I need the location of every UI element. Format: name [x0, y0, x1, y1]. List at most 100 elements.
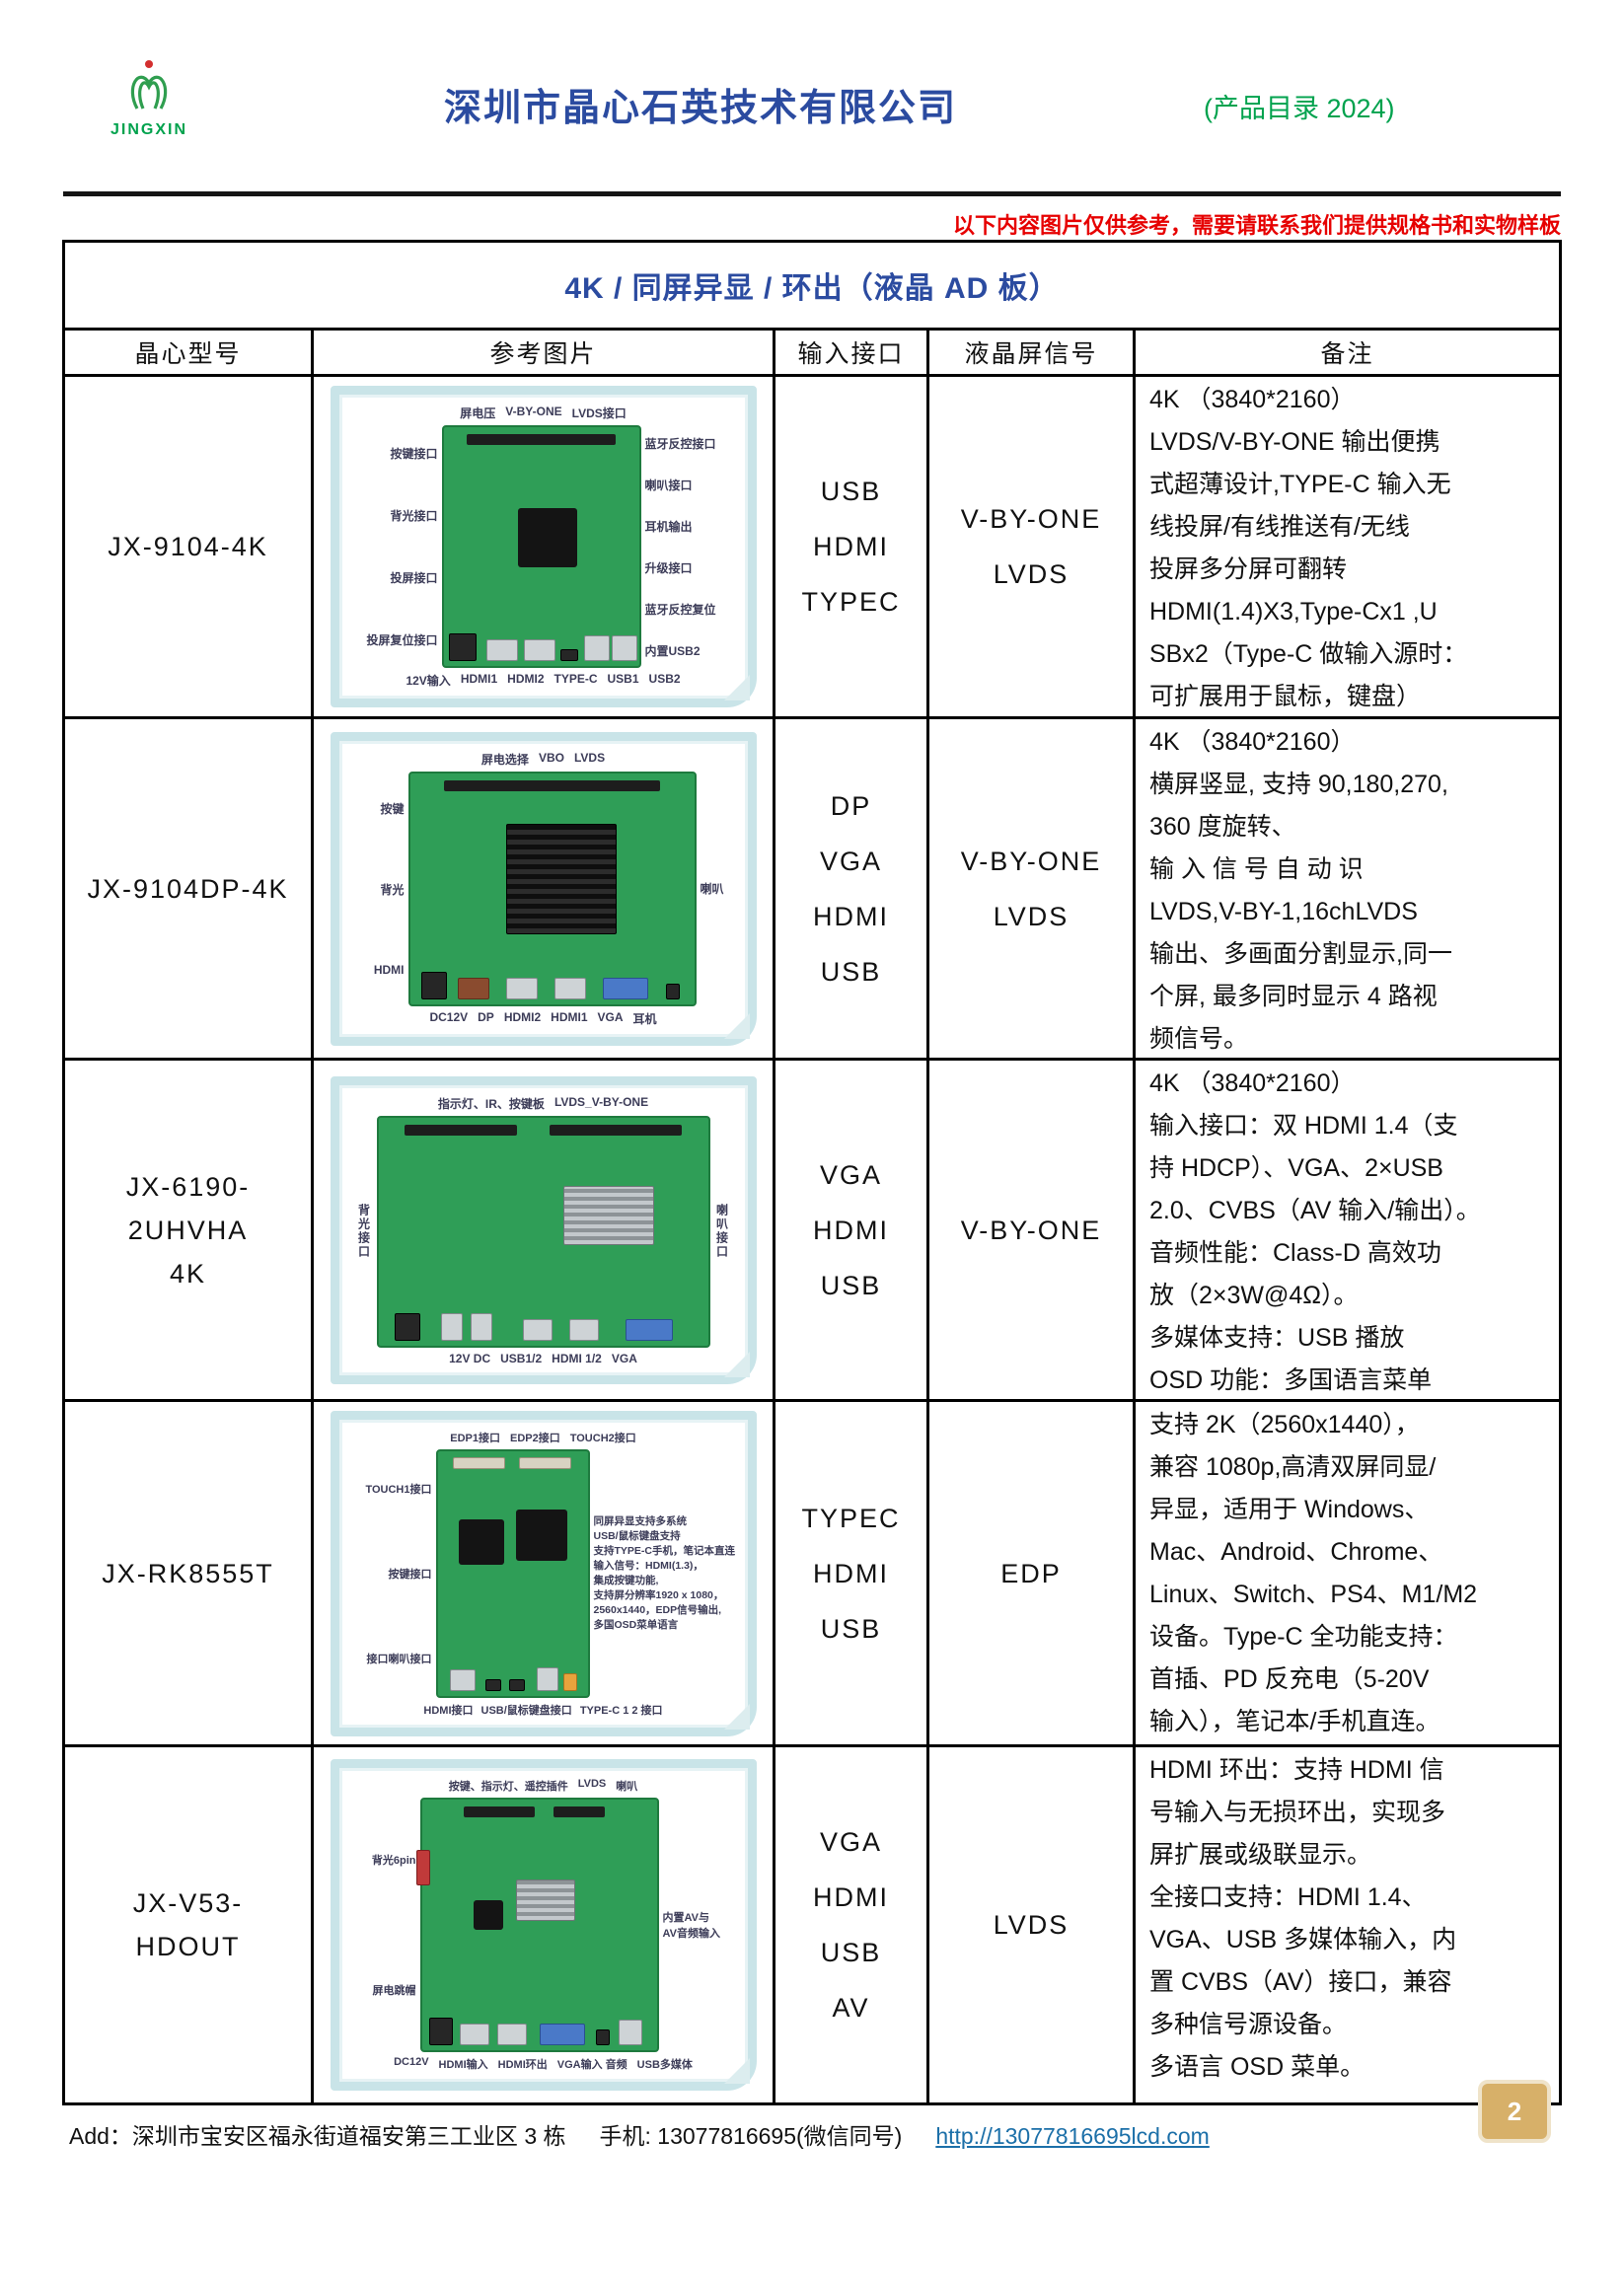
pcb-board [435, 1448, 590, 1698]
hdmi-port [569, 1318, 600, 1341]
signal-cell: V-BY-ONE LVDS [929, 377, 1136, 716]
board-label: 耳机输出 [644, 519, 693, 534]
heatsink-chip [562, 1185, 654, 1245]
signal-cell: EDP [929, 1402, 1136, 1744]
lvds-pin-header [467, 434, 616, 445]
heatsink-chip [515, 1880, 575, 1922]
remark-text: HDMI 环出：支持 HDMI 信 号输入与无损环出，实现多 屏扩展或级联显示。… [1149, 1756, 1457, 2081]
touch-connector [518, 1456, 572, 1469]
inputs-cell: DP VGA HDMI USB [775, 719, 929, 1058]
board-left-labels: TOUCH1接口按键接口接口喇叭接口 [347, 1449, 432, 1698]
power-jack [395, 1312, 421, 1341]
model-text: JX-6190- 2UHVHA 4K [125, 1171, 251, 1289]
hdmi-port [523, 1318, 554, 1341]
pcb-board [407, 771, 697, 1006]
logo-red-dot [145, 60, 153, 68]
board-label: 12V DC [449, 1351, 491, 1365]
remark-text: 4K （3840*2160） 横屏竖显, 支持 90,180,270, 360 … [1149, 728, 1452, 1053]
signal-text: V-BY-ONE LVDS [960, 504, 1102, 589]
board-label: EDP2接口 [509, 1432, 560, 1444]
company-name: 深圳市晶心石英技术有限公司 [443, 88, 957, 129]
logo-text: JINGXIN [110, 121, 187, 138]
board-left-labels: 背光接口 [347, 1116, 373, 1348]
main-chip [473, 1899, 503, 1930]
board-label: 喇叭 [616, 1781, 638, 1793]
board-label: 背光接口 [390, 509, 438, 523]
type-c-port [509, 1678, 526, 1691]
model-text: JX-V53- HDOUT [132, 1888, 244, 1961]
model-cell: JX-9104DP-4K [65, 719, 314, 1058]
keypad-connector [464, 1806, 535, 1817]
board-label: 蓝牙反控接口 [644, 436, 716, 451]
remark-cell: 4K （3840*2160） 输入接口：双 HDMI 1.4（支 持 HDCP）… [1136, 1061, 1559, 1399]
board-label: 喇叭接口 [644, 478, 693, 492]
board-label: USB2 [648, 672, 681, 686]
col-header-model: 晶心型号 [65, 331, 314, 374]
board-label: 投屏复位接口 [366, 633, 438, 647]
usb-port [440, 1312, 463, 1341]
board-label: VGA [597, 1009, 624, 1024]
pcb-board [376, 1115, 710, 1348]
hdmi-in-port [459, 2024, 489, 2045]
board-label: 按键 [380, 802, 405, 817]
main-chip [458, 1518, 504, 1565]
signal-cell: LVDS [929, 1747, 1136, 2102]
board-label: 按键、指示灯、遥控插件 [448, 1781, 568, 1793]
lvds-connector [550, 1124, 682, 1136]
footer-link[interactable]: http://13077816695lcd.com [935, 2123, 1210, 2149]
board-label: TYPE-C 1 2 接口 [579, 1704, 663, 1717]
power-jack [421, 971, 448, 999]
photo-fold-corner [723, 1351, 750, 1377]
usb-port [611, 635, 637, 661]
board-label: LVDS接口 [571, 406, 627, 420]
usb-port [584, 635, 611, 661]
board-right-labels: 喇叭接口 [714, 1116, 740, 1348]
footer-phone: 手机: 13077816695(微信同号) [599, 2123, 903, 2149]
board-label: 按键接口 [390, 447, 438, 461]
remark-cell: 4K （3840*2160） 横屏竖显, 支持 90,180,270, 360 … [1136, 719, 1559, 1058]
board-label: 屏电选择 [480, 752, 529, 767]
model-text: JX-RK8555T [102, 1558, 274, 1588]
power-jack [449, 633, 478, 661]
usb-port [619, 2020, 643, 2045]
product-table: 4K / 同屏异显 / 环出（液晶 AD 板） 晶心型号 参考图片 输入接口 液… [62, 240, 1562, 2105]
table-title: 4K / 同屏异显 / 环出（液晶 AD 板） [65, 243, 1559, 331]
hdmi-port [554, 977, 587, 999]
board-label: USB/鼠标键盘接口 [480, 1704, 572, 1717]
inputs-cell: TYPEC HDMI USB [775, 1402, 929, 1744]
remark-cell: 支持 2K（2560x1440）， 兼容 1080p,高清双屏同显/ 异显，适用… [1136, 1402, 1559, 1744]
hdmi-port [449, 1668, 476, 1691]
pcb-board [441, 425, 641, 668]
model-cell: JX-RK8555T [65, 1402, 314, 1744]
board-label: 屏电压 [460, 406, 496, 420]
edp-connector [452, 1456, 506, 1469]
model-text: JX-9104DP-4K [87, 873, 289, 904]
board-label: USB多媒体 [636, 2059, 693, 2071]
power-jack [428, 2018, 453, 2045]
col-header-remark: 备注 [1320, 340, 1374, 368]
board-label: DC12V [429, 1009, 469, 1024]
main-chip [517, 508, 577, 568]
board-label: 屏电跳帽 [372, 1985, 416, 1997]
inputs-cell: VGA HDMI USB AV [775, 1747, 929, 2102]
board-label: 内置AV与 AV音频输入 [662, 1912, 720, 1940]
signal-cell: V-BY-ONE LVDS [929, 719, 1136, 1058]
board-label: 按键接口 [388, 1568, 432, 1581]
hdmi-out-port [496, 2024, 527, 2045]
usb-port [536, 1666, 558, 1691]
board-label: VBO [538, 750, 564, 765]
board-label: 升级接口 [644, 560, 693, 575]
